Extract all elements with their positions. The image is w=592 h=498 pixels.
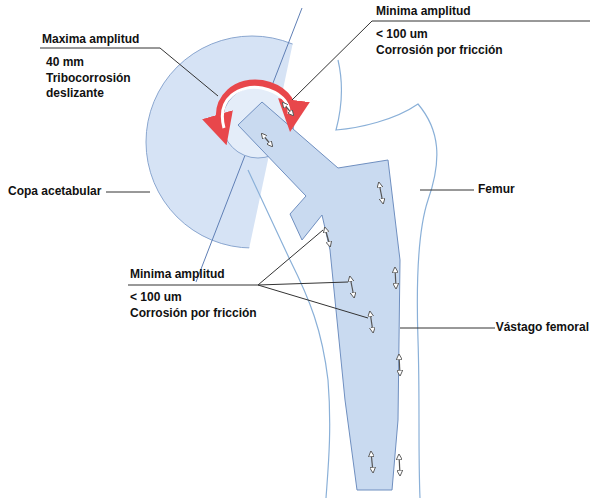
dimension-label: < 100 um	[130, 290, 182, 305]
dimension-label: 40 mm	[46, 55, 84, 70]
wear-type-label: Corrosión por fricción	[130, 306, 257, 321]
sliding-arrow	[220, 83, 292, 130]
amplitude-label: Maxima amplitud	[42, 32, 139, 47]
part-label: Vástago femoral	[496, 320, 589, 335]
part-label: Femur	[478, 182, 515, 197]
femoral-stem	[238, 102, 400, 490]
leader-lines	[40, 21, 590, 328]
micromotion-arrows	[262, 103, 400, 475]
wear-type-label: Tribocorrosión deslizante	[46, 71, 146, 101]
part-label: Copa acetabular	[8, 184, 101, 199]
wear-type-label: Corrosión por fricción	[376, 43, 503, 58]
amplitude-label: Minima amplitud	[376, 4, 471, 19]
amplitude-label: Minima amplitud	[130, 267, 225, 282]
dimension-label: < 100 um	[376, 27, 428, 42]
sliding-arrow-core	[222, 87, 289, 128]
